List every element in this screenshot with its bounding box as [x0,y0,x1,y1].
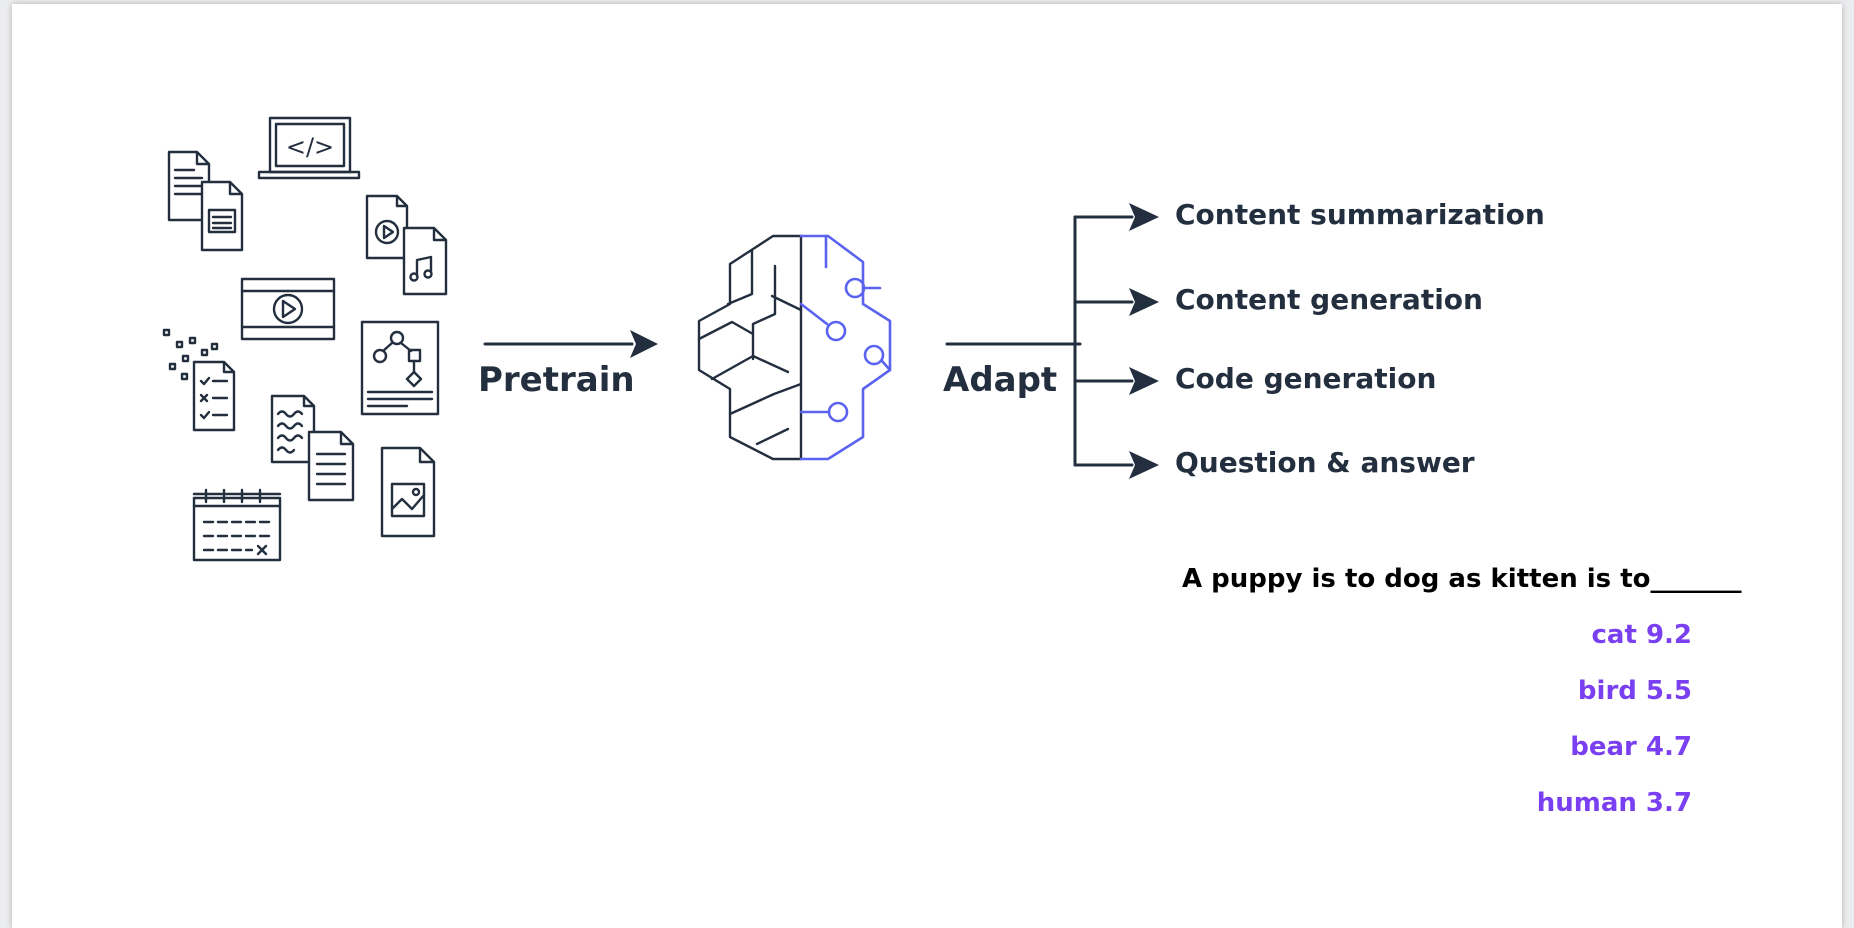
svg-text:</>: </> [286,133,334,161]
video-file-icon [365,194,409,260]
output-content-generation: Content generation [1175,283,1483,316]
calendar-icon [192,488,282,562]
answer-human: human 3.7 [1536,788,1692,818]
image-file-icon [380,446,436,538]
checklist-icon [192,360,236,432]
document-icon [307,430,355,502]
answer-bird: bird 5.5 [1577,676,1692,706]
document-icon [200,180,244,252]
diagram-graphics: </> [162,116,1159,562]
pretrain-arrow [483,330,658,358]
handwritten-document-icon [270,394,316,464]
analogy-question: A puppy is to dog as kitten is to_______ [1182,564,1742,594]
slide-canvas: </> [12,4,1842,928]
output-question-answer: Question & answer [1175,446,1475,479]
brain-icon [697,234,892,461]
music-file-icon [402,226,448,296]
output-content-summarization: Content summarization [1175,198,1545,231]
film-strip-icon [240,277,336,341]
data-points-icon [162,328,219,381]
adapt-branches [945,203,1159,479]
adapt-label: Adapt [943,360,1058,400]
output-code-generation: Code generation [1175,362,1437,395]
flowchart-document-icon [360,320,440,416]
laptop-code-icon: </> [257,116,361,180]
pretrain-label: Pretrain [478,360,635,400]
answer-bear: bear 4.7 [1570,732,1692,762]
document-icon [167,150,211,222]
answer-cat: cat 9.2 [1591,620,1693,650]
